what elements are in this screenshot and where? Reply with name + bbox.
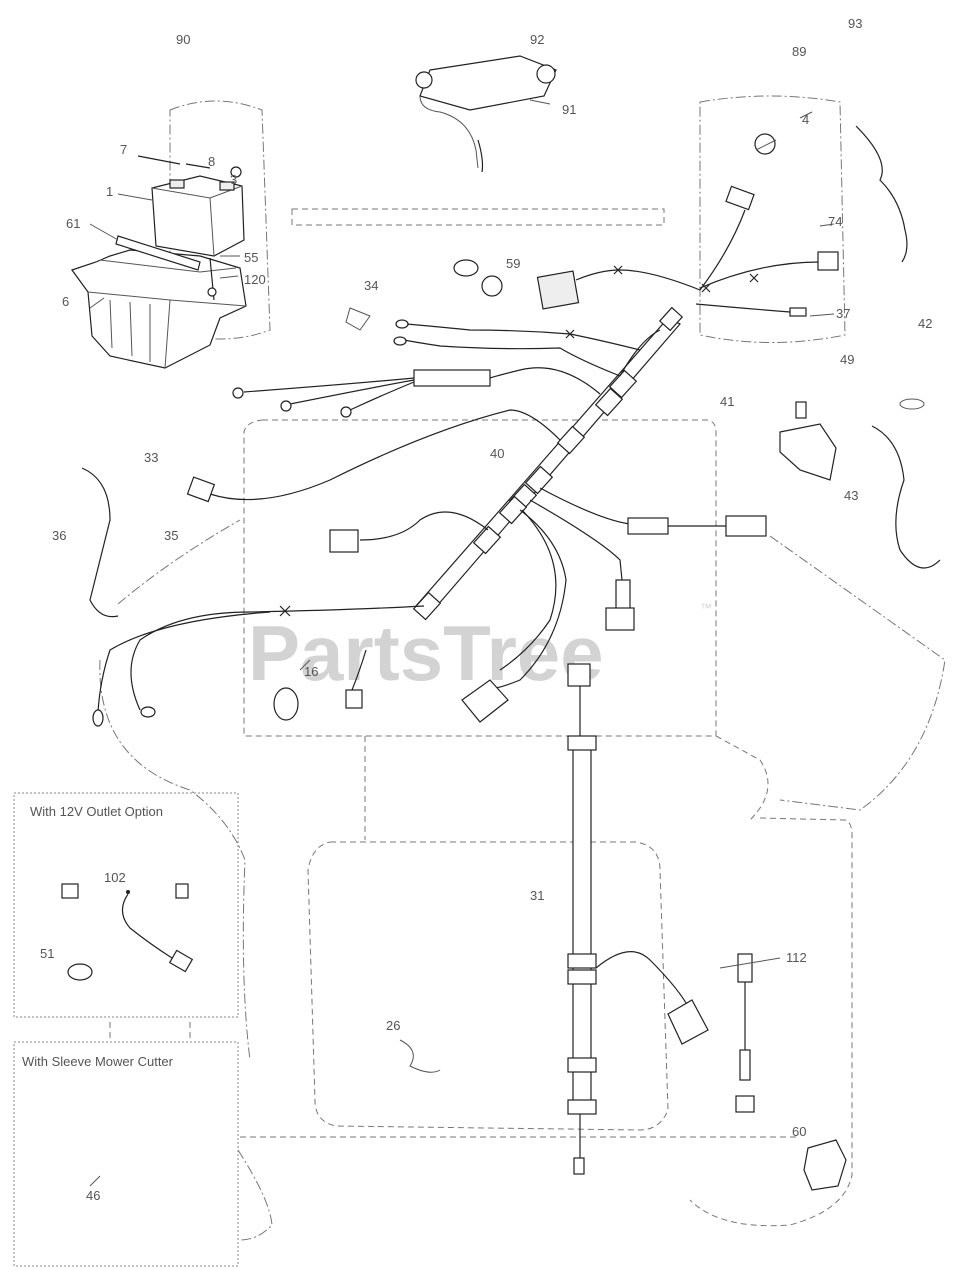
harness-part-92 (415, 55, 557, 173)
wire-cut-marks (279, 265, 759, 617)
option-box-sleeve-title: With Sleeve Mower Cutter (22, 1054, 174, 1069)
callout-42: 42 (918, 316, 932, 331)
leader-lines (89, 193, 835, 1187)
battery-assembly (71, 155, 247, 369)
callout-34: 34 (364, 278, 378, 293)
callout-7: 7 (120, 142, 127, 157)
callout-74: 74 (828, 214, 842, 229)
callout-89: 89 (792, 44, 806, 59)
callout-43: 43 (844, 488, 858, 503)
callout-120: 120 (244, 272, 266, 287)
option-box-12v-title: With 12V Outlet Option (30, 804, 163, 819)
callout-60: 60 (792, 1124, 806, 1139)
main-harness (92, 185, 839, 1175)
callout-8: 8 (208, 154, 215, 169)
callout-93: 93 (848, 16, 862, 31)
option-box-sleeve-mower: With Sleeve Mower Cutter (13, 1041, 239, 1267)
callout-37: 37 (836, 306, 850, 321)
callout-31: 31 (530, 888, 544, 903)
callout-1: 1 (106, 184, 113, 199)
callout-35: 35 (164, 528, 178, 543)
callout-6: 6 (62, 294, 69, 309)
callout-36: 36 (52, 528, 66, 543)
callout-91: 91 (562, 102, 576, 117)
callout-112: 112 (786, 950, 807, 965)
callout-33: 33 (144, 450, 158, 465)
callout-labels: 90 92 91 93 89 4 7 8 3 1 61 55 120 6 59 … (40, 16, 932, 1203)
callout-102: 102 (104, 870, 126, 885)
callout-41: 41 (720, 394, 734, 409)
watermark-trademark: ™ (700, 601, 712, 615)
callout-46: 46 (86, 1188, 100, 1203)
callout-90: 90 (176, 32, 190, 47)
callout-26: 26 (386, 1018, 400, 1033)
callout-3: 3 (230, 172, 237, 187)
callout-49: 49 (840, 352, 854, 367)
callout-16: 16 (304, 664, 318, 679)
callout-4: 4 (802, 112, 809, 127)
misc-parts (81, 259, 941, 1191)
callout-61: 61 (66, 216, 80, 231)
callout-59: 59 (506, 256, 520, 271)
callout-51: 51 (40, 946, 54, 961)
watermark-text: PartsTree (248, 609, 604, 697)
callout-92: 92 (530, 32, 544, 47)
option-box-12v: With 12V Outlet Option (13, 792, 239, 1018)
callout-40: 40 (490, 446, 504, 461)
phantom-outlines (99, 95, 946, 1241)
switch-part-4 (754, 111, 908, 263)
callout-55: 55 (244, 250, 258, 265)
